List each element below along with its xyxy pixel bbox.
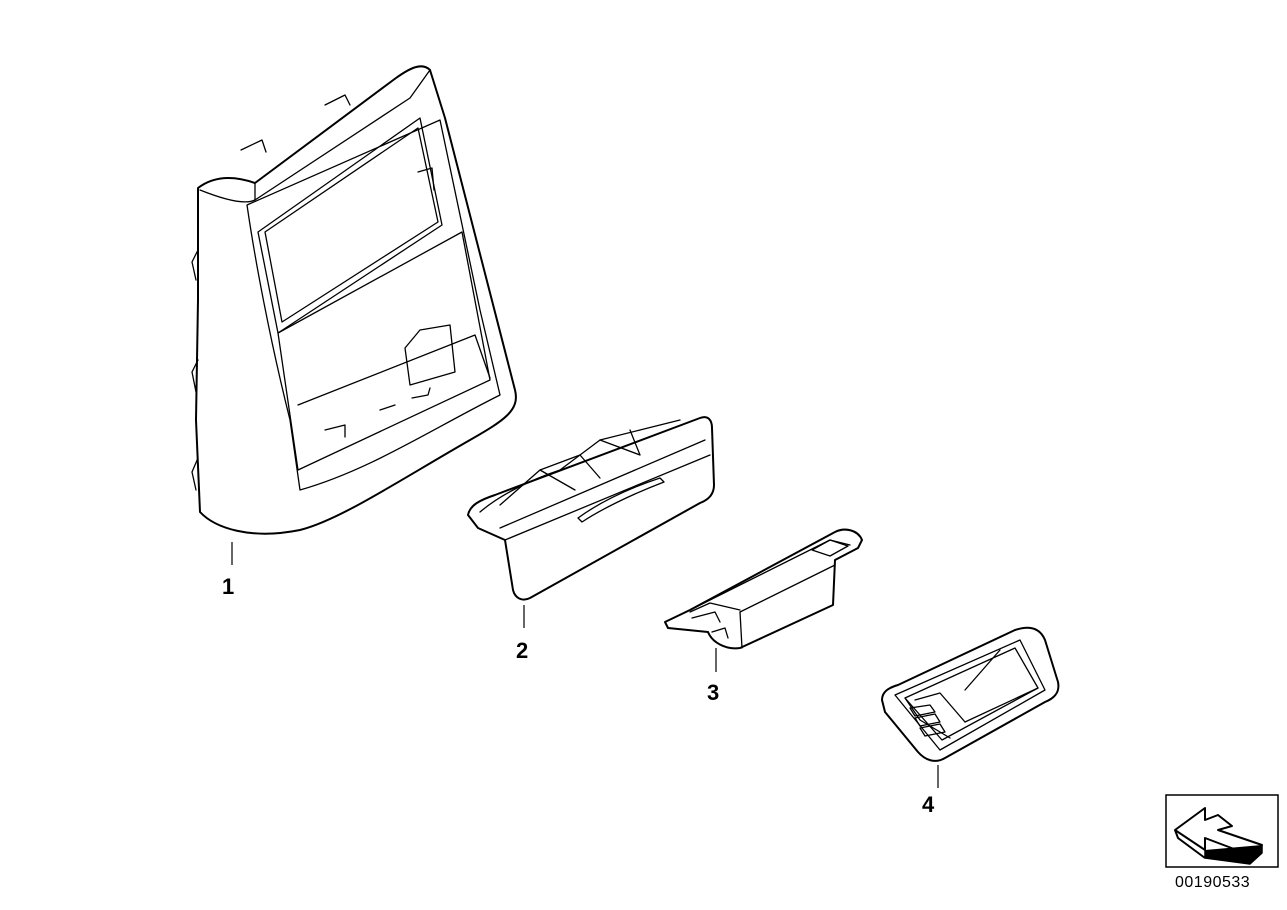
part-1-console-panel (191, 65, 517, 535)
part-4-bezel (881, 626, 1060, 762)
document-id: 00190533 (1175, 874, 1250, 891)
part-label-1: 1 (222, 574, 234, 599)
part-label-2: 2 (516, 638, 528, 663)
part-label-3: 3 (707, 680, 719, 705)
direction-arrow-icon (1165, 794, 1279, 868)
part-3-tray (664, 528, 863, 650)
part-label-4: 4 (922, 792, 935, 817)
part-2-ashtray (467, 416, 715, 601)
